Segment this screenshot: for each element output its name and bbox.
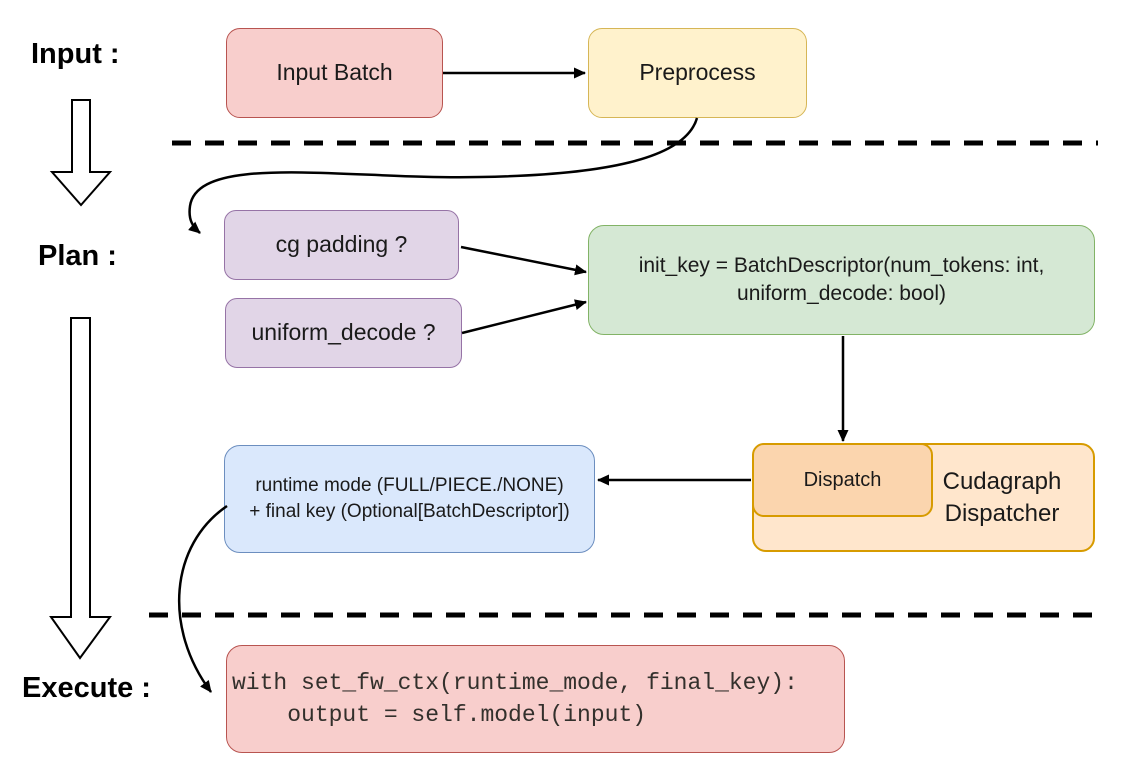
node-dispatch-label: Dispatch [803, 468, 882, 491]
stage-label-plan: Plan : [38, 240, 117, 272]
node-runtime-mode: runtime mode (FULL/PIECE./NONE) + final … [224, 445, 595, 553]
node-runtime-mode-line2: + final key (Optional[BatchDescriptor]) [249, 501, 570, 522]
node-preprocess: Preprocess [588, 28, 807, 118]
node-init-key-line1: init_key = BatchDescriptor(num_tokens: i… [638, 253, 1045, 277]
execute-code-line2: output = self.model(input) [232, 702, 647, 728]
stage-arrow-input-to-plan-icon [49, 99, 113, 207]
node-input-batch-label: Input Batch [276, 59, 393, 86]
node-cudagraph-dispatcher-label: Cudagraph Dispatcher [942, 468, 1062, 527]
execute-code-line1: with set_fw_ctx(runtime_mode, final_key)… [232, 669, 798, 696]
node-uniform-decode: uniform_decode ? [225, 298, 462, 368]
node-runtime-mode-line1: runtime mode (FULL/PIECE./NONE) [255, 475, 564, 497]
node-preprocess-label: Preprocess [639, 59, 756, 86]
node-input-batch: Input Batch [226, 28, 443, 118]
arrow-uniform-decode-to-init-key [461, 299, 587, 335]
node-cg-padding: cg padding ? [224, 210, 459, 280]
node-execute-code: with set_fw_ctx(runtime_mode, final_key)… [226, 645, 845, 753]
node-dispatch: Dispatch [752, 443, 933, 517]
arrow-cg-padding-to-init-key [460, 245, 587, 276]
arrow-runtime-mode-to-execute-code [177, 504, 228, 693]
stage-label-execute: Execute : [22, 672, 151, 704]
node-cg-padding-label: cg padding ? [275, 231, 408, 258]
node-init-key: init_key = BatchDescriptor(num_tokens: i… [588, 225, 1095, 335]
node-init-key-line2: uniform_decode: bool) [737, 282, 946, 305]
stage-label-input: Input : [31, 38, 120, 70]
stage-arrow-plan-to-execute-icon [49, 317, 112, 660]
node-uniform-decode-label: uniform_decode ? [251, 319, 436, 346]
